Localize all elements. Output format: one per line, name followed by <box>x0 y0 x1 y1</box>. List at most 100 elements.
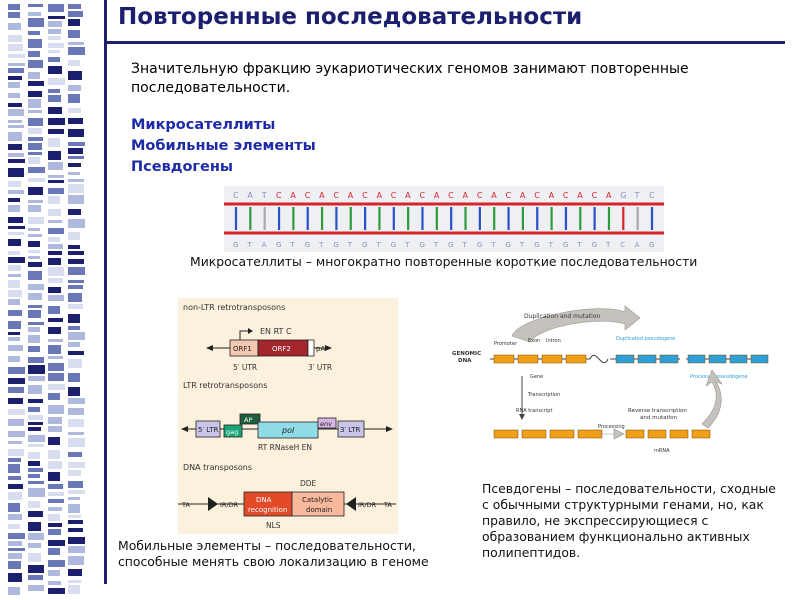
side-pattern-bar <box>28 399 43 403</box>
side-pattern-bar <box>8 573 22 582</box>
side-pattern-bar <box>28 99 41 108</box>
side-pattern-bar <box>48 548 60 555</box>
side-pattern-bar <box>68 556 84 565</box>
side-pattern-bar <box>48 287 61 293</box>
side-pattern-bar <box>28 522 41 531</box>
side-pattern-bar <box>68 172 80 175</box>
side-pattern-bar <box>48 499 64 503</box>
irdr-right-label: IR/DR <box>358 501 377 509</box>
side-pattern-bar <box>28 91 42 97</box>
side-pattern-bar <box>8 109 24 116</box>
side-pattern-bar <box>48 581 61 585</box>
side-pattern-bar <box>8 251 20 255</box>
side-pattern-bar <box>48 151 61 160</box>
side-pattern-bar <box>8 120 22 123</box>
side-pattern-bar <box>68 94 80 103</box>
side-pattern-bar <box>48 318 63 322</box>
side-pattern-bar <box>8 93 20 98</box>
side-pattern-bar <box>48 384 65 390</box>
reverse-line1: Reverse transcription <box>628 408 687 414</box>
exon-block <box>493 429 519 439</box>
side-pattern-bar <box>48 16 65 19</box>
side-pattern-bar <box>48 251 62 255</box>
side-pattern-bar <box>8 561 21 569</box>
exon-block <box>517 354 539 364</box>
side-pattern-bar <box>48 57 60 62</box>
dna-bottom-base: G <box>333 241 338 249</box>
side-pattern-bar <box>28 271 42 280</box>
side-pattern-bar <box>68 163 81 167</box>
side-pattern-bar <box>68 546 85 553</box>
side-pattern-bar <box>8 257 25 263</box>
ap-label: AP <box>244 416 252 424</box>
dna-recognition-line1: DNA <box>256 496 272 504</box>
side-pattern-bar <box>48 339 63 342</box>
side-pattern-bar <box>48 405 64 414</box>
dna-top-base: C <box>563 191 569 200</box>
side-pattern-bar <box>8 464 20 473</box>
exon-block <box>637 354 657 364</box>
dna-bottom-base: C <box>620 241 625 249</box>
side-pattern-bar <box>28 365 45 374</box>
exon-block <box>687 354 706 364</box>
ltr5-label: 5′ LTR <box>198 426 218 434</box>
side-pattern-bar <box>68 528 83 532</box>
side-pattern-bar <box>8 103 22 107</box>
side-pattern-bar <box>8 68 24 73</box>
dna-top-base: A <box>520 191 526 200</box>
side-pattern-bar <box>8 44 23 51</box>
side-pattern-bar <box>28 435 45 442</box>
side-pattern-bar <box>8 181 21 187</box>
side-pattern-bar <box>48 514 60 521</box>
side-pattern-bar <box>48 220 62 223</box>
side-pattern-bar <box>8 280 20 288</box>
side-pattern-bar <box>8 63 25 66</box>
dna-bottom-base: T <box>490 241 496 249</box>
side-pattern-bar <box>8 274 21 277</box>
side-pattern-bar <box>28 501 40 508</box>
side-pattern-bar <box>8 82 20 88</box>
ltr3-label: 3′ LTR <box>340 426 360 434</box>
side-pattern-bar <box>28 488 45 497</box>
side-pattern-bar <box>48 118 65 125</box>
side-pattern-bar <box>68 432 84 435</box>
side-pattern-bar <box>8 553 22 559</box>
side-pattern-bar <box>48 36 61 40</box>
rna-transcript-label: RNA transcript <box>516 408 552 414</box>
side-pattern-bar <box>28 415 43 420</box>
side-pattern-bar <box>48 228 64 234</box>
side-pattern-bar <box>68 373 80 382</box>
side-pattern-bar <box>28 128 42 134</box>
dna-bottom-base: G <box>592 241 597 249</box>
side-pattern-bar <box>28 385 42 394</box>
dna-bottom-base: T <box>548 241 554 249</box>
irdr-left-label: IR/DR <box>220 501 239 509</box>
dna-top-base: A <box>577 191 583 200</box>
side-pattern-bar <box>68 285 83 289</box>
side-pattern-bar <box>68 520 83 524</box>
dna-top-base: A <box>434 191 440 200</box>
dna-bottom-base: G <box>391 241 396 249</box>
dna-bottom-base: G <box>649 241 654 249</box>
side-pattern-bar <box>68 60 80 66</box>
processing-label: Processing <box>598 424 625 430</box>
side-pattern-bar <box>8 378 25 384</box>
side-pattern-bar <box>8 387 24 393</box>
side-pattern-bar <box>68 156 84 159</box>
dna-bottom-base: G <box>506 241 511 249</box>
side-pattern-bar <box>68 398 85 404</box>
side-pattern-bar <box>68 342 80 347</box>
side-pattern-bar <box>48 188 64 194</box>
side-pattern-bar <box>8 548 25 551</box>
ta-right-label: TA <box>383 501 392 509</box>
side-pattern-bar <box>28 167 45 173</box>
genomic-dna-line2: DNA <box>458 358 472 364</box>
side-pattern-bar <box>48 560 65 567</box>
side-pattern-bar <box>28 553 41 562</box>
dna-top-base: A <box>606 191 612 200</box>
side-pattern-bar <box>28 157 40 164</box>
side-pattern-bar <box>48 89 60 93</box>
side-pattern-bar <box>8 431 25 437</box>
side-pattern-bar <box>8 125 24 128</box>
